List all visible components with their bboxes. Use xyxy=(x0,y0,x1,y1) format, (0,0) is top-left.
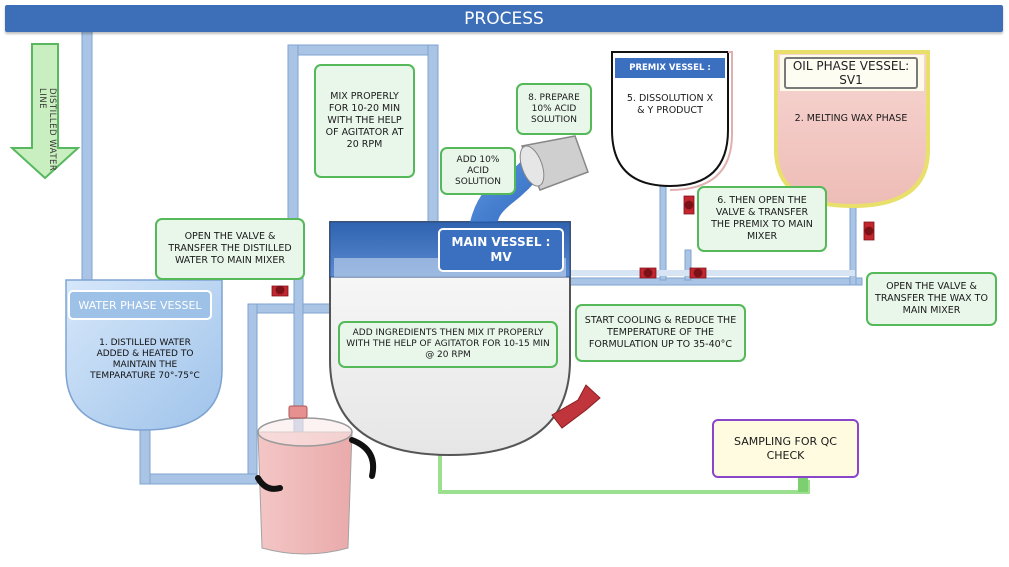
pipework xyxy=(81,29,863,485)
bucket-icon xyxy=(255,405,376,555)
note-cooling: START COOLING & REDUCE THE TEMPERATURE O… xyxy=(575,304,746,362)
valve-icon xyxy=(683,195,695,215)
distilled-line-label: DISTILLED WATER LINE xyxy=(37,88,57,172)
water-vessel-title: WATER PHASE VESSEL xyxy=(68,290,212,320)
valve-icon xyxy=(639,267,657,279)
note-prepare-acid: 8. PREPARE 10% ACID SOLUTION xyxy=(516,83,592,135)
note-premix-transfer: 6. THEN OPEN THE VALVE & TRANSFER THE PR… xyxy=(697,186,827,252)
premix-vessel-title: PREMIX VESSEL : xyxy=(614,57,726,79)
note-sampling: SAMPLING FOR QC CHECK xyxy=(712,419,859,478)
page-title: PROCESS xyxy=(5,5,1003,32)
note-wax-transfer: OPEN THE VALVE & TRANSFER THE WAX TO MAI… xyxy=(866,272,997,326)
note-add-acid: ADD 10% ACID SOLUTION xyxy=(440,147,516,195)
valve-icon xyxy=(689,267,707,279)
water-vessel-step: 1. DISTILLED WATER ADDED & HEATED TO MAI… xyxy=(90,338,200,381)
valve-icon xyxy=(271,285,289,297)
oil-vessel-title: OIL PHASE VESSEL: SV1 xyxy=(784,57,918,89)
premix-vessel xyxy=(611,51,733,191)
note-mix: MIX PROPERLY FOR 10-20 MIN WITH THE HELP… xyxy=(314,64,415,178)
premix-vessel-step: 5. DISSOLUTION X & Y PRODUCT xyxy=(626,93,714,116)
valve-icon xyxy=(863,221,875,241)
main-vessel-title: MAIN VESSEL : MV xyxy=(438,228,564,272)
note-open-water: OPEN THE VALVE & TRANSFER THE DISTILLED … xyxy=(155,218,305,280)
down-arrow-icon xyxy=(9,43,81,180)
main-vessel-note: ADD INGREDIENTS THEN MIX IT PROPERLY WIT… xyxy=(338,321,558,368)
oil-vessel-step: 2. MELTING WAX PHASE xyxy=(794,113,908,124)
